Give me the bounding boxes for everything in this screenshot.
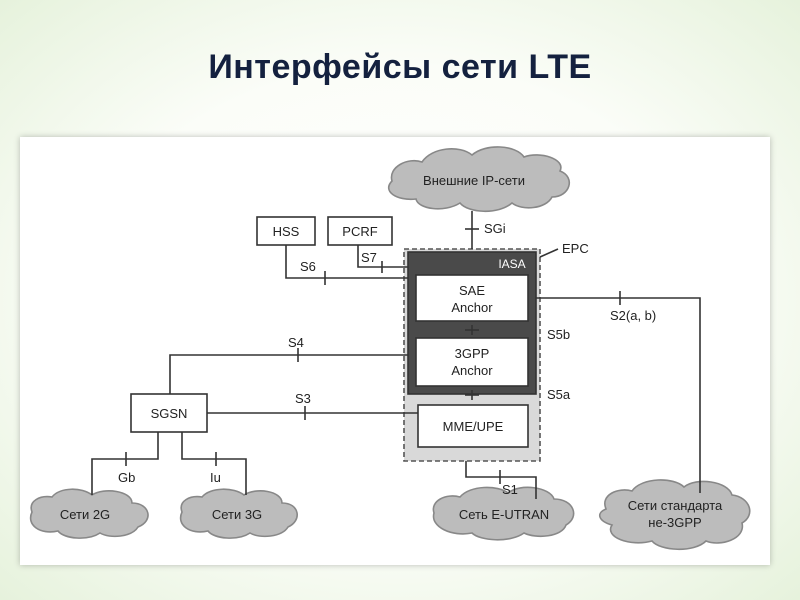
ext-ip-cloud bbox=[387, 146, 571, 213]
sgsn-label: SGSN bbox=[151, 406, 188, 421]
lte-interfaces-diagram: Внешние IP-сети Сети 2G Сети 3G Сеть E-U… bbox=[20, 137, 770, 565]
iu-link bbox=[181, 432, 247, 495]
eutran-cloud bbox=[432, 486, 575, 541]
gb-link bbox=[91, 432, 159, 495]
iu-label: Iu bbox=[210, 470, 221, 485]
s2-label: S2(a, b) bbox=[610, 308, 656, 323]
gpp-label-2: Anchor bbox=[451, 363, 493, 378]
net-3g-label: Сети 3G bbox=[212, 507, 262, 522]
gpp-label-1: 3GPP bbox=[455, 346, 490, 361]
s7-link bbox=[357, 245, 408, 268]
net-2g-label: Сети 2G bbox=[60, 507, 110, 522]
sgi-label: SGi bbox=[484, 221, 506, 236]
s6-link bbox=[285, 245, 408, 279]
non3gpp-cloud bbox=[599, 479, 751, 551]
hss-box bbox=[256, 216, 316, 246]
s7-label: S7 bbox=[361, 250, 377, 265]
hss-label: HSS bbox=[273, 224, 300, 239]
eutran-label: Сеть E-UTRAN bbox=[459, 507, 549, 522]
iasa-label: IASA bbox=[498, 257, 525, 271]
s1-label: S1 bbox=[502, 482, 518, 497]
sae-label-1: SAE bbox=[459, 283, 485, 298]
s6-label: S6 bbox=[300, 259, 316, 274]
sae-label-2: Anchor bbox=[451, 300, 493, 315]
s3-label: S3 bbox=[295, 391, 311, 406]
mme-label: MME/UPE bbox=[443, 419, 504, 434]
pcrf-label: PCRF bbox=[342, 224, 377, 239]
s4-link bbox=[169, 354, 408, 394]
epc-label: EPC bbox=[562, 241, 589, 256]
gpp-anchor-box bbox=[415, 337, 529, 387]
sae-anchor-box bbox=[415, 274, 529, 322]
gb-label: Gb bbox=[118, 470, 135, 485]
net-2g-cloud bbox=[29, 488, 149, 539]
epc-pointer bbox=[539, 248, 559, 258]
non3gpp-label-1: Сети стандарта bbox=[628, 498, 723, 513]
pcrf-box bbox=[327, 216, 393, 246]
s2-link bbox=[536, 297, 701, 493]
mme-upe-box bbox=[417, 404, 529, 448]
s4-label: S4 bbox=[288, 335, 304, 350]
net-3g-cloud bbox=[179, 488, 298, 539]
non3gpp-label-2: не-3GPP bbox=[648, 515, 701, 530]
s5a-label: S5a bbox=[547, 387, 571, 402]
s5b-label: S5b bbox=[547, 327, 570, 342]
diagram-canvas: Внешние IP-сети Сети 2G Сети 3G Сеть E-U… bbox=[29, 146, 751, 551]
page-title: Интерфейсы сети LTE bbox=[208, 48, 592, 86]
s1-link bbox=[465, 461, 537, 499]
ext-ip-label: Внешние IP-сети bbox=[423, 173, 525, 188]
